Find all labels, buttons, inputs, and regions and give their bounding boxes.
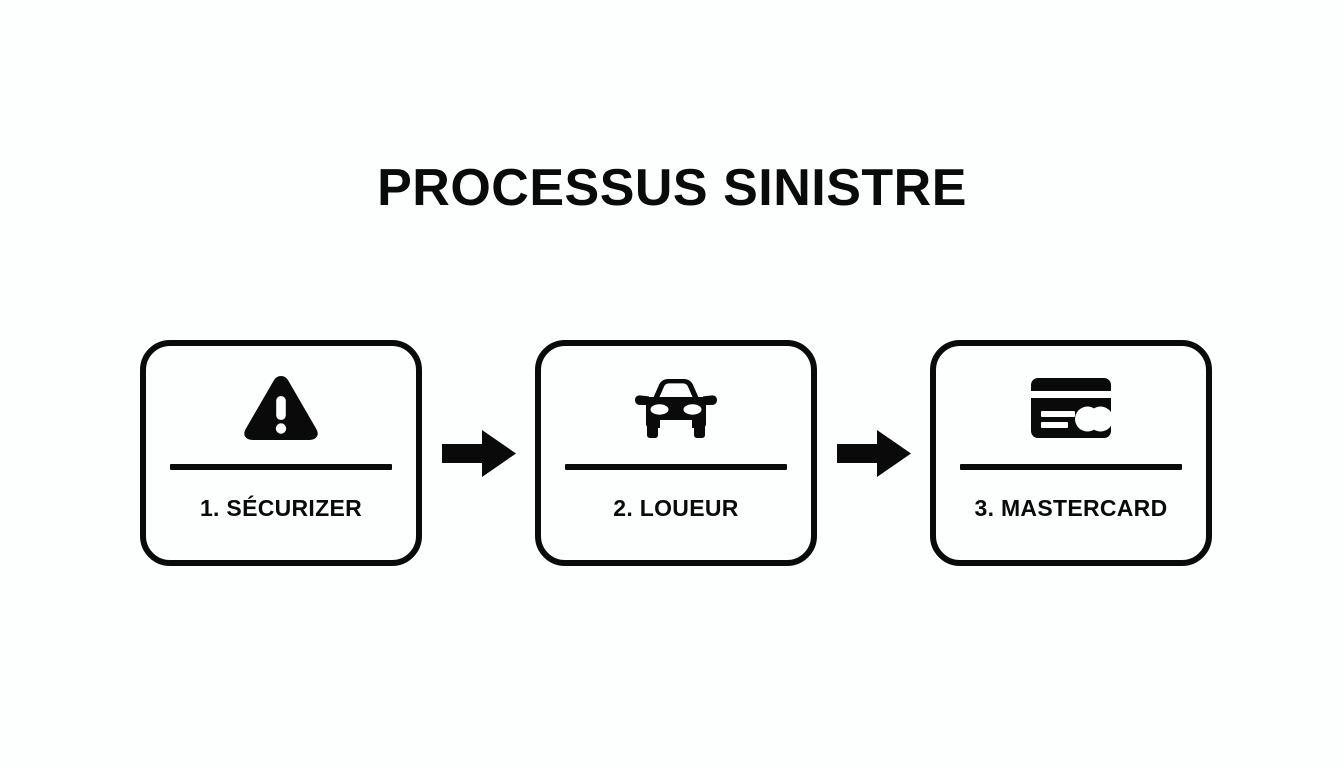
step-1-divider (170, 464, 392, 470)
process-step-card-3[interactable]: 3. MASTERCARD (930, 340, 1212, 566)
step-2-label: 2. LOUEUR (613, 495, 739, 521)
credit-card-icon (1025, 377, 1117, 439)
step-1-icon-zone (146, 346, 416, 464)
car-front-icon (633, 377, 719, 439)
arrow-right-icon (441, 429, 516, 477)
flow-arrow-2 (836, 429, 912, 477)
process-step-card-2[interactable]: 2. LOUEUR (535, 340, 817, 566)
step-2-icon-zone (541, 346, 811, 464)
process-step-card-1[interactable]: 1. SÉCURIZER (140, 340, 422, 566)
page-title: PROCESSUS SINISTRE (377, 159, 967, 217)
step-3-icon-zone (936, 346, 1206, 464)
process-flow: 1. SÉCURIZER (140, 340, 1212, 566)
step-3-divider (960, 464, 1182, 470)
arrow-right-icon (836, 429, 911, 477)
step-3-label: 3. MASTERCARD (974, 495, 1168, 521)
flow-arrow-1 (441, 429, 517, 477)
step-2-divider (565, 464, 787, 470)
step-1-label: 1. SÉCURIZER (199, 495, 363, 521)
warning-triangle-icon (242, 373, 320, 443)
